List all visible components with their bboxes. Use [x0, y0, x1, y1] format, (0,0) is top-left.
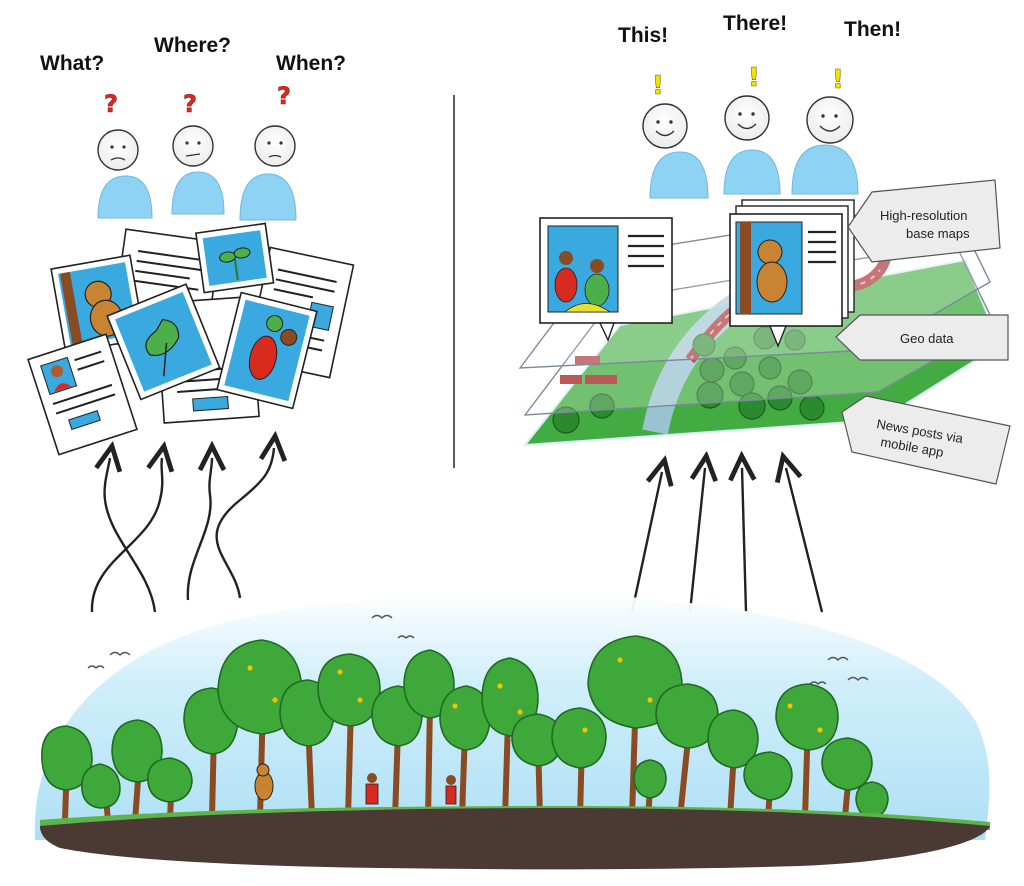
question-where-label: Where?: [154, 34, 231, 57]
happy-person-icon: [791, 96, 859, 195]
scattered-documents-pile: [27, 222, 355, 456]
happy-people-group: This! There! Then! ! ! !: [618, 12, 901, 199]
exclamation-icon: !: [748, 63, 760, 93]
question-when-label: When?: [276, 52, 346, 75]
question-mark-icon: ?: [183, 90, 197, 118]
question-mark-icon: ?: [104, 90, 118, 118]
confused-person-icon: [239, 125, 297, 221]
tree-photo-icon: [106, 283, 221, 401]
tag-base-maps-line2: base maps: [906, 226, 970, 241]
layer-tag-base-maps: High-resolution base maps: [847, 179, 1001, 263]
question-what-label: What?: [40, 52, 104, 75]
forest-scene: [34, 592, 990, 870]
news-post-card: [539, 217, 673, 342]
exclamation-icon: !: [652, 71, 664, 101]
plant-photo-icon: [194, 222, 275, 294]
answer-there-label: There!: [723, 12, 787, 35]
soil-ground: [40, 808, 990, 870]
tree-canopies: [41, 635, 889, 819]
birds: [87, 614, 869, 685]
confused-people-group: What? Where? When? ? ? ?: [40, 34, 346, 221]
layer-tag-news-posts: News posts via mobile app: [841, 395, 1011, 485]
people-photo-icon: [216, 291, 318, 410]
happy-person-icon: [642, 103, 709, 199]
tag-geo-data-label: Geo data: [900, 331, 954, 346]
confused-person-icon: [97, 129, 153, 219]
layered-map: [518, 199, 1002, 447]
news-post-card: [729, 199, 855, 348]
layer-tag-geo-data: Geo data: [835, 314, 1009, 361]
confused-person-icon: [171, 125, 225, 215]
exclamation-icon: !: [832, 65, 844, 95]
tree-fruits: [247, 657, 823, 733]
profile-document-icon: [27, 333, 138, 456]
tag-base-maps-line1: High-resolution: [880, 208, 967, 223]
happy-person-icon: [723, 95, 781, 195]
forest-inhabitants: [254, 763, 457, 805]
tangled-arrows: [90, 448, 274, 613]
question-mark-icon: ?: [277, 82, 291, 110]
answer-then-label: Then!: [844, 18, 901, 41]
straight-arrows: [630, 468, 824, 613]
answer-this-label: This!: [618, 24, 668, 47]
